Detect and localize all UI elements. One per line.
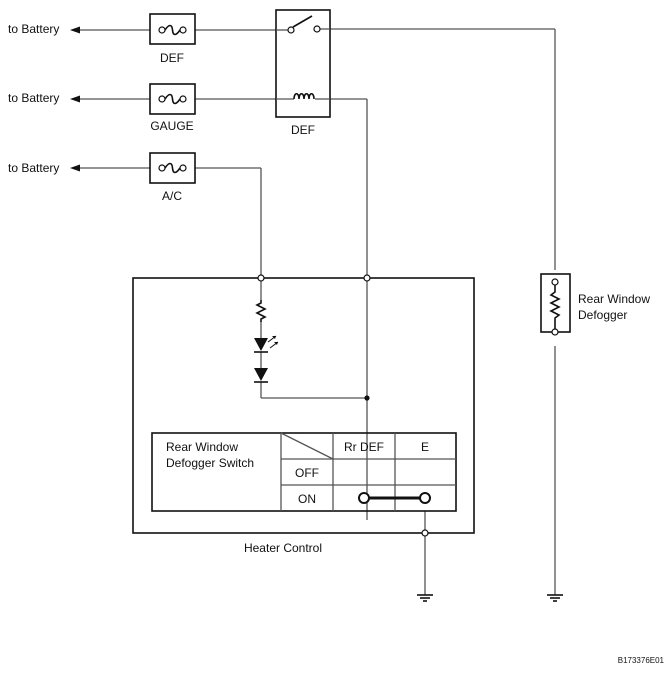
- led-icon: [254, 335, 279, 353]
- diode-icon: [254, 368, 268, 383]
- rear-window-defogger: Rear Window Defogger: [540, 273, 650, 336]
- column-header-rrdef: Rr DEF: [344, 440, 384, 454]
- arrow-left-icon: [70, 26, 80, 34]
- fuse-label-gauge: GAUGE: [150, 119, 193, 133]
- fuse-label-ac: A/C: [162, 189, 182, 203]
- defogger-switch-table: Rear Window Defogger Switch Rr DEF E OFF…: [151, 432, 457, 512]
- battery-label-3: to Battery: [8, 161, 59, 175]
- fuse-ac: A/C: [149, 152, 196, 203]
- fuse-gauge: GAUGE: [149, 83, 196, 133]
- battery-feed-1: to Battery: [8, 22, 80, 36]
- resistor-icon: [549, 285, 561, 329]
- defogger-label-line2: Defogger: [578, 308, 627, 322]
- relay-label: DEF: [291, 123, 315, 137]
- fuse-def: DEF: [149, 13, 196, 65]
- battery-label-2: to Battery: [8, 91, 59, 105]
- row-label-on: ON: [298, 492, 316, 506]
- resistor-icon: [255, 300, 267, 322]
- defogger-label-line1: Rear Window: [578, 292, 650, 306]
- ground-icon: [547, 594, 563, 602]
- battery-label-1: to Battery: [8, 22, 59, 36]
- heater-control: Heater Control: [132, 274, 475, 555]
- battery-feed-2: to Battery: [8, 91, 80, 105]
- def-relay: DEF: [275, 9, 331, 137]
- column-header-e: E: [421, 440, 429, 454]
- figure-id: B173376E01: [618, 656, 665, 665]
- battery-feed-3: to Battery: [8, 161, 80, 175]
- fuse-label-def: DEF: [160, 51, 184, 65]
- junction-dot: [364, 395, 370, 401]
- switch-title-line2: Defogger Switch: [166, 456, 254, 470]
- row-label-off: OFF: [295, 466, 319, 480]
- switch-contact-icon: [287, 26, 295, 34]
- heater-control-label: Heater Control: [244, 541, 322, 555]
- ground-icon: [417, 594, 433, 602]
- arrow-left-icon: [70, 164, 80, 172]
- arrow-left-icon: [70, 95, 80, 103]
- switch-title-line1: Rear Window: [166, 440, 238, 454]
- switch-contact-icon: [313, 25, 321, 33]
- relay-coil-icon: [293, 92, 315, 100]
- continuity-bar-icon: [358, 492, 431, 504]
